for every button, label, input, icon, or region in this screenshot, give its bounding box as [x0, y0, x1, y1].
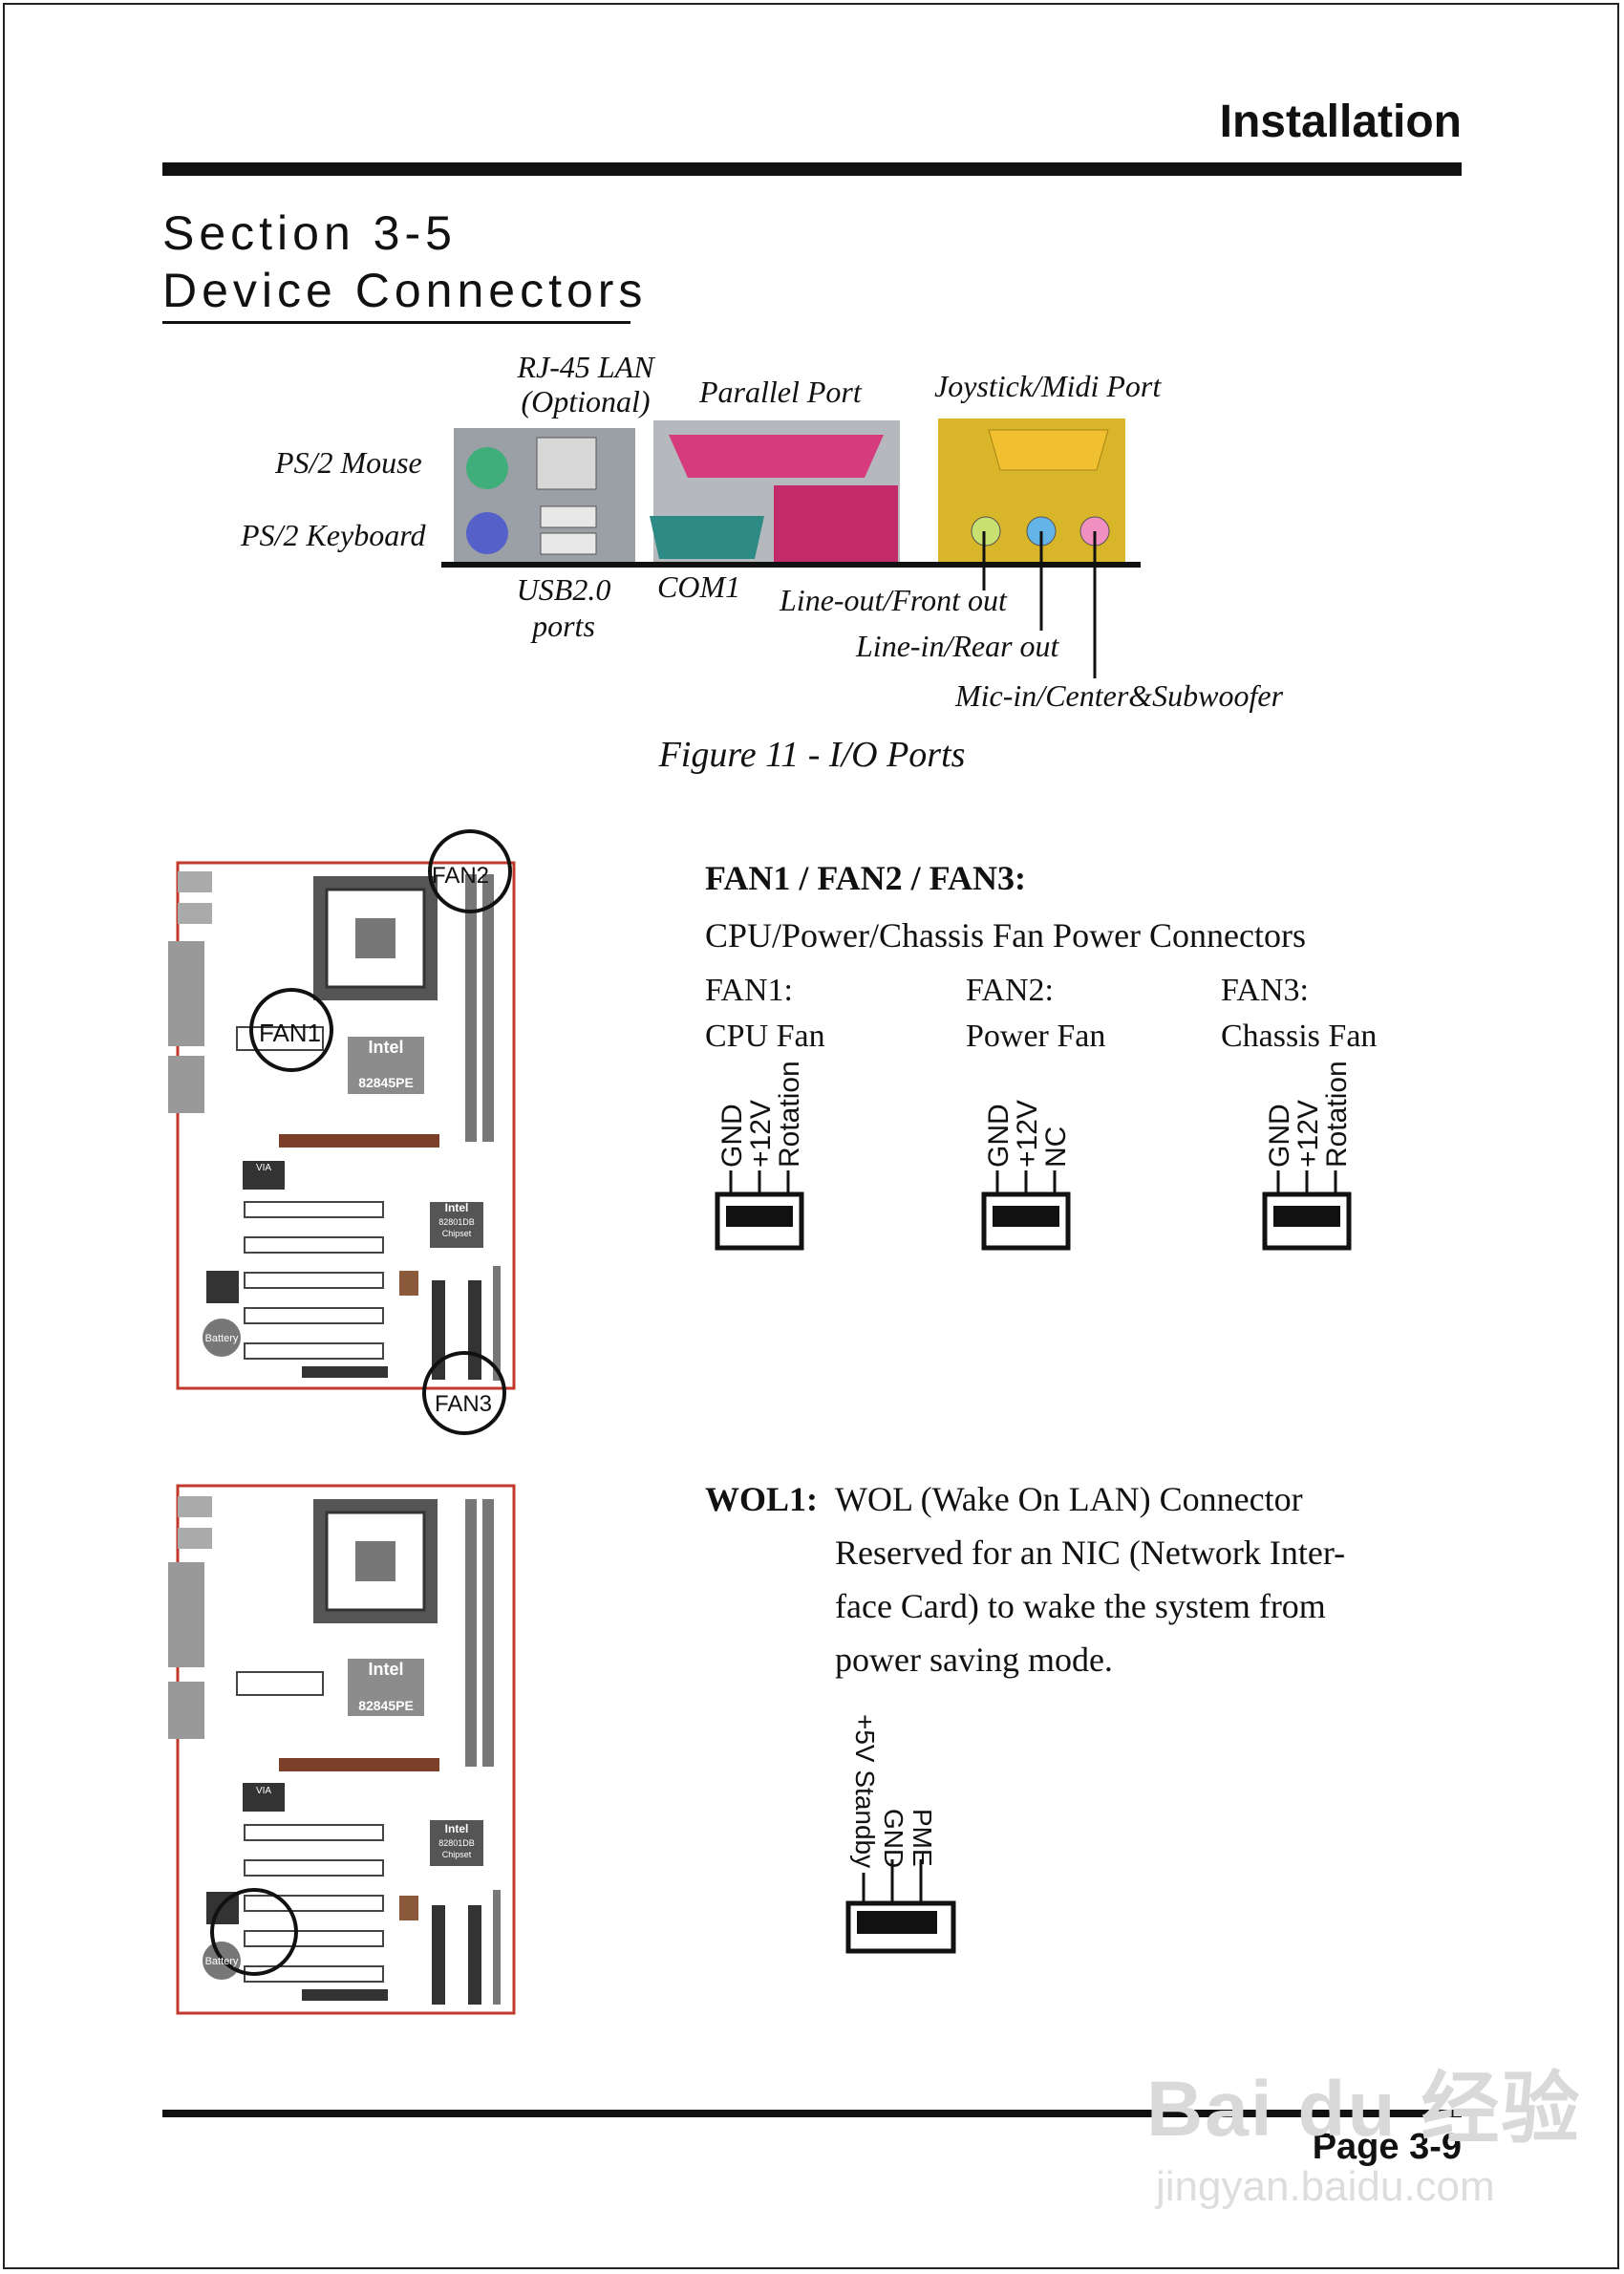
- fan3-pin1: GND: [1264, 1104, 1295, 1168]
- fan1-pin3: Rotation: [774, 1061, 805, 1168]
- ich-label: 82801DB: [438, 1217, 475, 1227]
- header-rule: [162, 162, 1462, 176]
- mch2-label: 82845PE: [358, 1698, 414, 1713]
- joystick-port-label: Joystick/Midi Port: [934, 369, 1162, 403]
- com1-label: COM1: [657, 569, 741, 604]
- page-frame: [3, 3, 1619, 2269]
- fan2-pin1: GND: [983, 1104, 1015, 1168]
- fan1-name: FAN1:: [705, 973, 793, 1008]
- fan1-desc: CPU Fan: [705, 1019, 825, 1054]
- wol1-connector-icon: [845, 1859, 956, 1954]
- section-number: Section 3-5: [162, 206, 457, 260]
- fan-pin-labels: GND +12V Rotation GND +12V NC GND +12V R…: [716, 1061, 1353, 1168]
- wol-label: WOL1:: [705, 1480, 819, 1518]
- fan1-highlight-circle: [249, 988, 333, 1072]
- fan1-board-label: FAN1: [259, 1019, 321, 1047]
- footer-rule: [162, 2110, 1462, 2117]
- ich2-brand: Intel: [445, 1822, 469, 1835]
- joystick-port: [988, 429, 1109, 471]
- wol-line4: power saving mode.: [835, 1641, 1113, 1679]
- section-underline: [162, 321, 630, 324]
- com1-port: [650, 516, 764, 559]
- parallel-port: [669, 435, 884, 478]
- fan2-connector-icon: [981, 1170, 1071, 1251]
- ps2-keyboard-port: [466, 512, 508, 554]
- rj45-port: [536, 437, 597, 490]
- fan1-pin2: +12V: [745, 1100, 777, 1168]
- usb-port-1: [540, 505, 597, 528]
- fan3-highlight-circle: [422, 1351, 506, 1435]
- fan2-pin2: +12V: [1012, 1100, 1043, 1168]
- via2-label: VIA: [256, 1786, 271, 1796]
- fan3-name: FAN3:: [1221, 973, 1309, 1008]
- via-label: VIA: [256, 1163, 271, 1173]
- line-out-label: Line-out/Front out: [780, 583, 1007, 617]
- fan2-highlight-circle: [428, 829, 512, 913]
- fan-section-subtitle: CPU/Power/Chassis Fan Power Connectors: [705, 916, 1306, 955]
- line-out-jack: [971, 516, 1001, 547]
- ich-sub: Chipset: [442, 1229, 472, 1238]
- fan2-name: FAN2:: [966, 973, 1054, 1008]
- watermark-url: jingyan.baidu.com: [1156, 2163, 1495, 2210]
- figure-caption: Figure 11 - I/O Ports: [658, 735, 966, 775]
- battery2-label: Battery: [205, 1956, 239, 1967]
- line-in-label: Line-in/Rear out: [856, 629, 1059, 663]
- fan3-connector-icon: [1262, 1170, 1352, 1251]
- fan3-desc: Chassis Fan: [1221, 1019, 1378, 1054]
- wol1-highlight-circle: [210, 1888, 298, 1976]
- fan2-pin3: NC: [1040, 1126, 1072, 1168]
- ich-chip: [430, 1202, 483, 1248]
- page-number: Page 3-9: [1312, 2127, 1462, 2167]
- ich2-label: 82801DB: [438, 1838, 475, 1848]
- fan2-board-label: FAN2: [432, 863, 489, 889]
- ich2-sub: Chipset: [442, 1850, 472, 1859]
- fan3-board-label: FAN3: [435, 1391, 492, 1417]
- usb-label: USB2.0 ports: [516, 572, 611, 643]
- section-heading: Section 3-5 Device Connectors: [162, 204, 647, 319]
- fan2-desc: Power Fan: [966, 1019, 1106, 1054]
- battery: [203, 1319, 241, 1357]
- wol-pin2: GND: [879, 1809, 908, 1868]
- usb-port-2: [540, 532, 597, 555]
- fan3-pin2: +12V: [1293, 1100, 1324, 1168]
- parallel-port-label: Parallel Port: [699, 375, 862, 409]
- mch-brand: Intel: [368, 1038, 403, 1057]
- fan-section-title: FAN1 / FAN2 / FAN3:: [705, 859, 1026, 897]
- motherboard-diagram-wol: [168, 1484, 516, 2015]
- ps2-mouse-label: PS/2 Mouse: [275, 445, 422, 480]
- mch2-brand: Intel: [368, 1660, 403, 1679]
- wol-line1: WOL (Wake On LAN) Connector: [835, 1480, 1303, 1518]
- fan1-pin1: GND: [716, 1104, 748, 1168]
- mch-label: 82845PE: [358, 1075, 414, 1090]
- ich-brand: Intel: [445, 1201, 469, 1214]
- rj45-label: RJ-45 LAN (Optional): [517, 350, 654, 418]
- wol-pin-labels: +5V Standby GND PME: [850, 1714, 937, 1868]
- ps2-keyboard-label: PS/2 Keyboard: [241, 518, 426, 552]
- section-title: Device Connectors: [162, 264, 648, 317]
- board-text-layer: FAN1 FAN2 FAN3 Intel 82845PE Intel 82801…: [205, 863, 492, 1967]
- fan3-pin3: Rotation: [1321, 1061, 1353, 1168]
- wol-line2: Reserved for an NIC (Network Inter-: [835, 1534, 1346, 1572]
- mic-in-label: Mic-in/Center&Subwoofer: [955, 678, 1284, 713]
- fan1-connector-icon: [715, 1170, 804, 1251]
- header-title: Installation: [1219, 97, 1462, 147]
- motherboard-diagram-fan: [168, 829, 516, 1435]
- wol-pin1: +5V Standby: [850, 1714, 880, 1868]
- wol-pin3: PME: [908, 1809, 937, 1867]
- battery-label: Battery: [205, 1333, 239, 1344]
- ps2-mouse-port: [466, 447, 508, 489]
- parallel-pins: [774, 485, 898, 562]
- watermark-logo: Bai du 经验: [1146, 2066, 1582, 2153]
- wol-line3: face Card) to wake the system from: [835, 1587, 1326, 1625]
- mch-chip: [348, 1037, 424, 1094]
- io-panel-illustration: [441, 418, 1141, 678]
